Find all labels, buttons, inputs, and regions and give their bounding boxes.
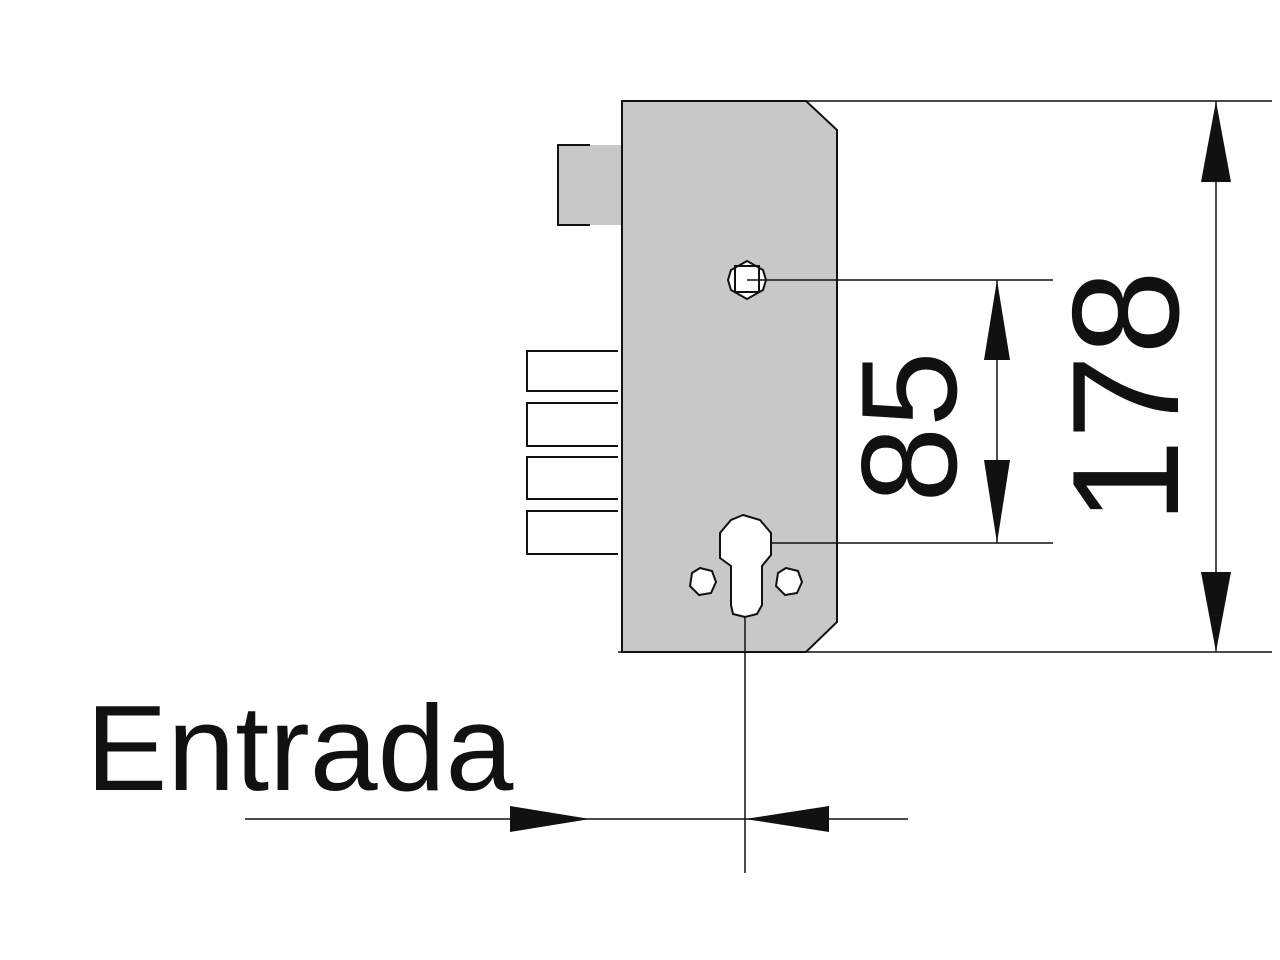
lock-case [621, 100, 838, 653]
latch-bolt [557, 144, 632, 226]
dead-bolts [526, 350, 618, 555]
dimension-entrada [245, 806, 908, 832]
screw-hole-left [688, 566, 718, 597]
dimension-85-label: 85 [833, 351, 985, 502]
dimension-85 [984, 280, 1010, 543]
dimension-178 [1201, 101, 1231, 652]
screw-hole-right [774, 566, 804, 597]
dimension-178-label: 178 [1041, 270, 1211, 524]
entrada-label: Entrada [86, 680, 513, 816]
extension-lines [618, 100, 1272, 873]
